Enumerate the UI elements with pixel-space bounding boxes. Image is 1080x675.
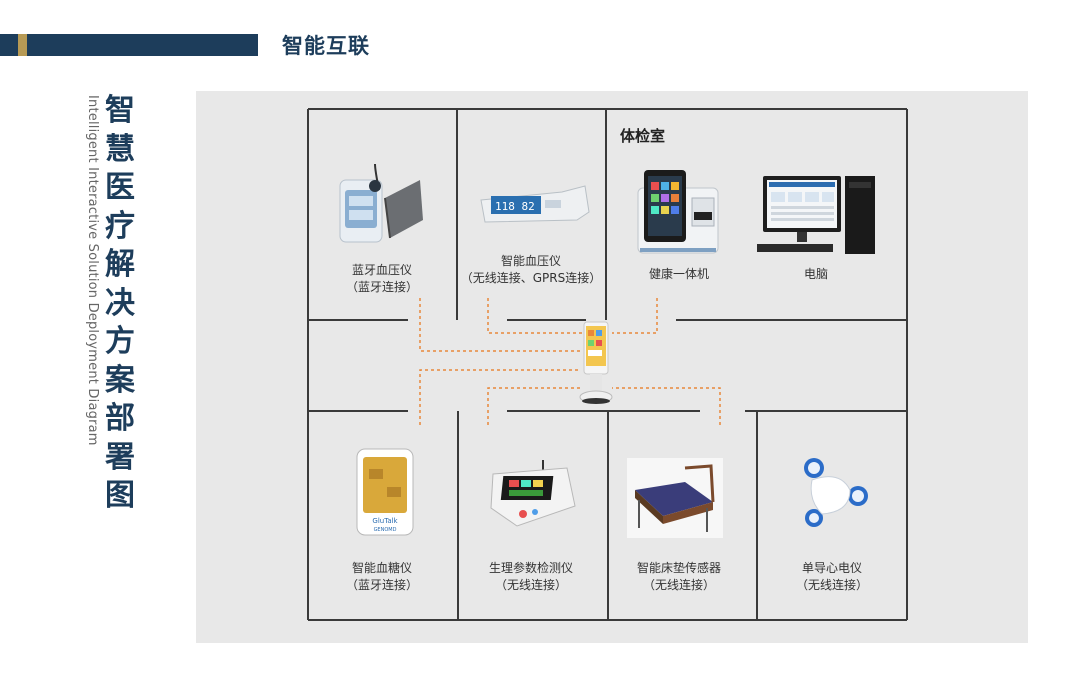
device-label-computer: 电脑 [804, 266, 828, 283]
ecg-device-icon [804, 458, 868, 527]
bt-bp-conn: （蓝牙连接） [345, 280, 419, 294]
health-kiosk-name: 健康一体机 [648, 267, 710, 281]
service-robot-icon [579, 321, 613, 404]
computer-icon [757, 176, 875, 254]
computer-name: 电脑 [803, 267, 829, 281]
glucose-meter-icon: GluTalk GENOMD [356, 448, 414, 536]
glucose-conn: （蓝牙连接） [345, 578, 419, 592]
device-label-health-kiosk: 健康一体机 [649, 266, 709, 283]
device-label-mattress: 智能床垫传感器 （无线连接） [637, 560, 721, 594]
ecg-conn: （无线连接） [795, 578, 869, 592]
device-label-ecg: 单导心电仪 （无线连接） [796, 560, 868, 594]
bt-bp-name: 蓝牙血压仪 [351, 263, 413, 277]
device-label-smart-bp: 智能血压仪 （无线连接、GPRS连接） [461, 253, 602, 287]
floor-plan-panel [196, 91, 1028, 643]
device-label-bt-bp: 蓝牙血压仪 （蓝牙连接） [346, 262, 418, 296]
health-kiosk-icon [637, 170, 719, 254]
header-bar [0, 34, 258, 56]
device-label-vitals: 生理参数检测仪 （无线连接） [489, 560, 573, 594]
mattress-conn: （无线连接） [642, 578, 716, 592]
header-accent [18, 34, 27, 56]
smart-bp-conn: （无线连接、GPRS连接） [460, 271, 602, 285]
bluetooth-bp-monitor-icon [339, 163, 423, 243]
room-label-exam: 体检室 [620, 127, 666, 145]
svg-text:118 82: 118 82 [495, 200, 535, 213]
smart-bp-name: 智能血压仪 [500, 254, 561, 268]
glucose-maker-text: GENOMD [374, 527, 397, 533]
ecg-name: 单导心电仪 [801, 561, 863, 575]
device-label-glucose: 智能血糖仪 （蓝牙连接） [346, 560, 418, 594]
smart-bed-icon [627, 458, 723, 538]
mattress-name: 智能床垫传感器 [636, 561, 722, 575]
vitals-conn: （无线连接） [494, 578, 568, 592]
walls [307, 108, 908, 621]
glucose-name: 智能血糖仪 [351, 561, 413, 575]
glucose-brand-text: GluTalk [372, 517, 398, 525]
connection-lines [419, 298, 721, 425]
section-title: 智能互联 [282, 34, 370, 58]
vitals-name: 生理参数检测仪 [488, 561, 574, 575]
vital-signs-monitor-icon [490, 460, 576, 527]
smart-bp-monitor-icon: 118 82 [480, 185, 590, 223]
page-title: 智慧医疗解决方案部署图 [105, 93, 135, 513]
page-subtitle: Intelligent Interactive Solution Deploym… [85, 95, 100, 446]
